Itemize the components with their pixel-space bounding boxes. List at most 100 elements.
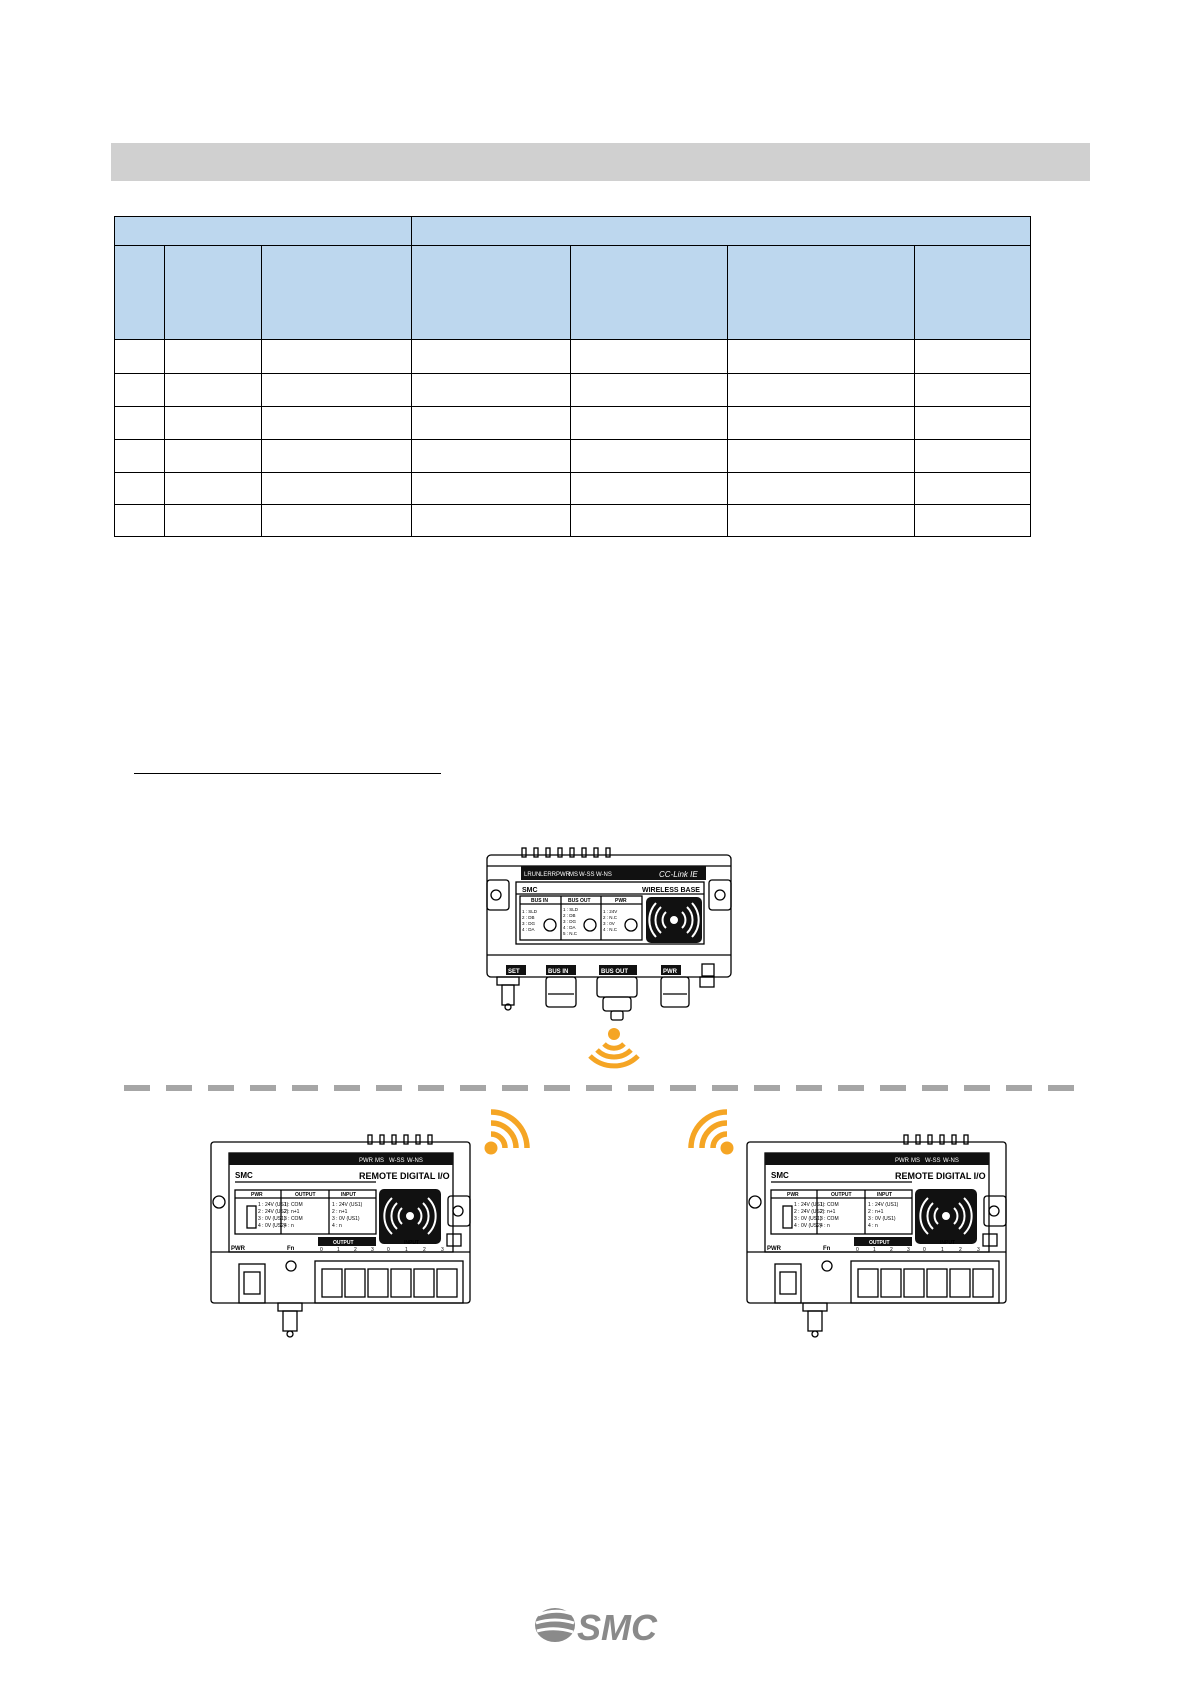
remote-pwr-pin: 4 : 0V (US2) xyxy=(258,1223,286,1229)
output-number: 3 xyxy=(907,1247,910,1253)
base-led-label: LERR xyxy=(540,872,557,878)
remote-input-pin: 4 : n xyxy=(332,1223,342,1229)
remote-output-pin: 2 : n+1 xyxy=(284,1209,300,1215)
remote-output-pin: 2 : n+1 xyxy=(820,1209,836,1215)
wireless-base-unit xyxy=(486,847,732,1021)
output-number: 1 xyxy=(873,1247,876,1253)
wifi-signal-down-icon xyxy=(588,1028,640,1069)
bus-out-pin: 1 : SLD xyxy=(563,907,579,912)
remote-pwr-pin: 1 : 24V (US1) xyxy=(258,1202,289,1208)
bus-out-pin: 5 : N.C xyxy=(563,931,578,936)
table-row xyxy=(114,472,1032,505)
remote-bottom-fn-label: Fn xyxy=(287,1246,295,1252)
remote-pwr-pin: 4 : 0V (US2) xyxy=(794,1223,822,1229)
column-header xyxy=(114,245,165,340)
port-label: SET xyxy=(508,969,520,975)
remote-led-label: MS xyxy=(375,1158,384,1164)
remote-pwr-pin: 2 : 24V (US2) xyxy=(794,1209,825,1215)
remote-bottom-input-label: INPUT xyxy=(404,1240,419,1246)
remote-led-label: PWR xyxy=(359,1158,374,1164)
remote-input-header: INPUT xyxy=(877,1192,892,1198)
input-number: 0 xyxy=(387,1247,390,1253)
bus-in-header: BUS IN xyxy=(531,898,548,904)
output-number: 1 xyxy=(337,1247,340,1253)
remote-output-pin: 3 : COM xyxy=(820,1216,839,1222)
table-row xyxy=(114,339,1032,374)
remote-input-header: INPUT xyxy=(341,1192,356,1198)
input-number: 1 xyxy=(941,1247,944,1253)
table-group-header-left xyxy=(113,216,413,246)
led-posts xyxy=(521,847,611,858)
remote-title: REMOTE DIGITAL I/O xyxy=(359,1171,450,1181)
remote-brand-label: SMC xyxy=(235,1171,253,1180)
table-group-header-right xyxy=(411,216,1032,246)
output-number: 2 xyxy=(890,1247,893,1253)
subheading-underline xyxy=(134,773,441,774)
remote-unit-left: PWR MS W-SS W-NS SMC REMOTE DIGITAL I/O … xyxy=(210,1134,471,1338)
port-label: PWR xyxy=(663,969,678,975)
smc-footer-logo: SMC xyxy=(535,1607,658,1648)
remote-led-label: W-SS xyxy=(925,1158,941,1164)
remote-pwr-header: PWR xyxy=(251,1192,263,1198)
bus-in-pin: 3 : DG xyxy=(522,921,536,926)
remote-input-pin: 1 : 24V (US1) xyxy=(868,1202,899,1208)
remote-pwr-pin: 3 : 0V (US1) xyxy=(258,1216,286,1222)
base-led-label: PWR xyxy=(556,872,571,878)
wireless-base-texts: LRUN LERR PWR MS W-SS W-NS CC-Link IE SM… xyxy=(508,870,700,975)
wireless-badge-icon xyxy=(648,902,700,938)
remote-led-label: PWR xyxy=(895,1158,910,1164)
remote-input-pin: 2 : n+1 xyxy=(868,1209,884,1215)
remote-pwr-pin: 1 : 24V (US1) xyxy=(794,1202,825,1208)
bus-in-pin: 1 : SLD xyxy=(522,909,538,914)
bus-out-pin: 2 : DB xyxy=(563,913,576,918)
base-led-label: W-NS xyxy=(596,872,612,878)
port-label: BUS OUT xyxy=(601,969,628,975)
bus-in-pin: 2 : DB xyxy=(522,915,535,920)
bus-out-header: BUS OUT xyxy=(568,898,591,904)
input-number: 2 xyxy=(959,1247,962,1253)
column-header xyxy=(260,245,413,340)
remote-input-pin: 2 : n+1 xyxy=(332,1209,348,1215)
output-number: 0 xyxy=(320,1247,323,1253)
remote-brand-label: SMC xyxy=(771,1171,789,1180)
column-header xyxy=(570,245,729,340)
base-led-label: MS xyxy=(569,872,578,878)
bus-in-pin: 4 : DA xyxy=(522,927,535,932)
port-label: BUS IN xyxy=(548,969,568,975)
remote-output-pin: 1 : COM xyxy=(820,1202,839,1208)
section-header-band xyxy=(111,143,1090,181)
remote-bottom-pwr-label: PWR xyxy=(231,1246,246,1252)
remote-led-label: W-NS xyxy=(943,1158,959,1164)
remote-input-pin: 3 : 0V (US1) xyxy=(332,1216,360,1222)
input-number: 2 xyxy=(423,1247,426,1253)
remote-output-pin: 1 : COM xyxy=(284,1202,303,1208)
remote-wireless-badge-icon xyxy=(919,1197,973,1235)
remote-input-pin: 3 : 0V (US1) xyxy=(868,1216,896,1222)
remote-output-pin: 3 : COM xyxy=(284,1216,303,1222)
remote-wireless-badge-icon xyxy=(383,1197,437,1235)
table-row xyxy=(114,439,1032,473)
input-number: 0 xyxy=(923,1247,926,1253)
specification-table xyxy=(113,216,1032,537)
output-number: 3 xyxy=(371,1247,374,1253)
input-number: 3 xyxy=(977,1247,980,1253)
remote-led-label: W-NS xyxy=(407,1158,423,1164)
cc-link-logo: CC-Link IE xyxy=(659,870,698,879)
wifi-signal-left-icon xyxy=(485,1112,527,1154)
pwr-pin: 3 : 0V xyxy=(603,921,615,926)
remote-bottom-pwr-label: PWR xyxy=(767,1246,782,1252)
remote-output-header: OUTPUT xyxy=(295,1192,316,1198)
column-header xyxy=(727,245,916,340)
table-row xyxy=(114,373,1032,407)
remote-bottom-output-label: OUTPUT xyxy=(869,1240,890,1246)
footer-logo-text: SMC xyxy=(577,1607,658,1648)
column-header xyxy=(411,245,572,340)
remote-bottom-fn-label: Fn xyxy=(823,1246,831,1252)
remote-output-pin: 4 : n xyxy=(820,1223,830,1229)
input-number: 1 xyxy=(405,1247,408,1253)
table-row xyxy=(114,504,1032,537)
remote-input-pin: 4 : n xyxy=(868,1223,878,1229)
remote-output-pin: 4 : n xyxy=(284,1223,294,1229)
remote-bottom-output-label: OUTPUT xyxy=(333,1240,354,1246)
pwr-pin: 2 : N.C xyxy=(603,915,618,920)
